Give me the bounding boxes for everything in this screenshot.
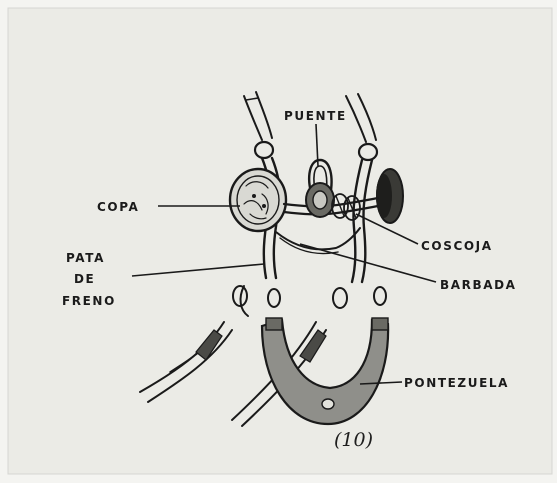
label-puente: PUENTE [284, 109, 347, 123]
right-boss [376, 169, 403, 223]
figure-number: (10) [334, 429, 373, 451]
label-de: DE [74, 272, 95, 286]
label-copa: COPA [97, 200, 139, 214]
label-pontezuela: PONTEZUELA [404, 376, 509, 390]
label-pata: PATA [66, 251, 105, 265]
label-coscoja: COSCOJA [421, 239, 493, 253]
label-barbada: BARBADA [440, 278, 517, 292]
copa-boss [230, 169, 286, 231]
label-freno: FRENO [62, 294, 116, 308]
